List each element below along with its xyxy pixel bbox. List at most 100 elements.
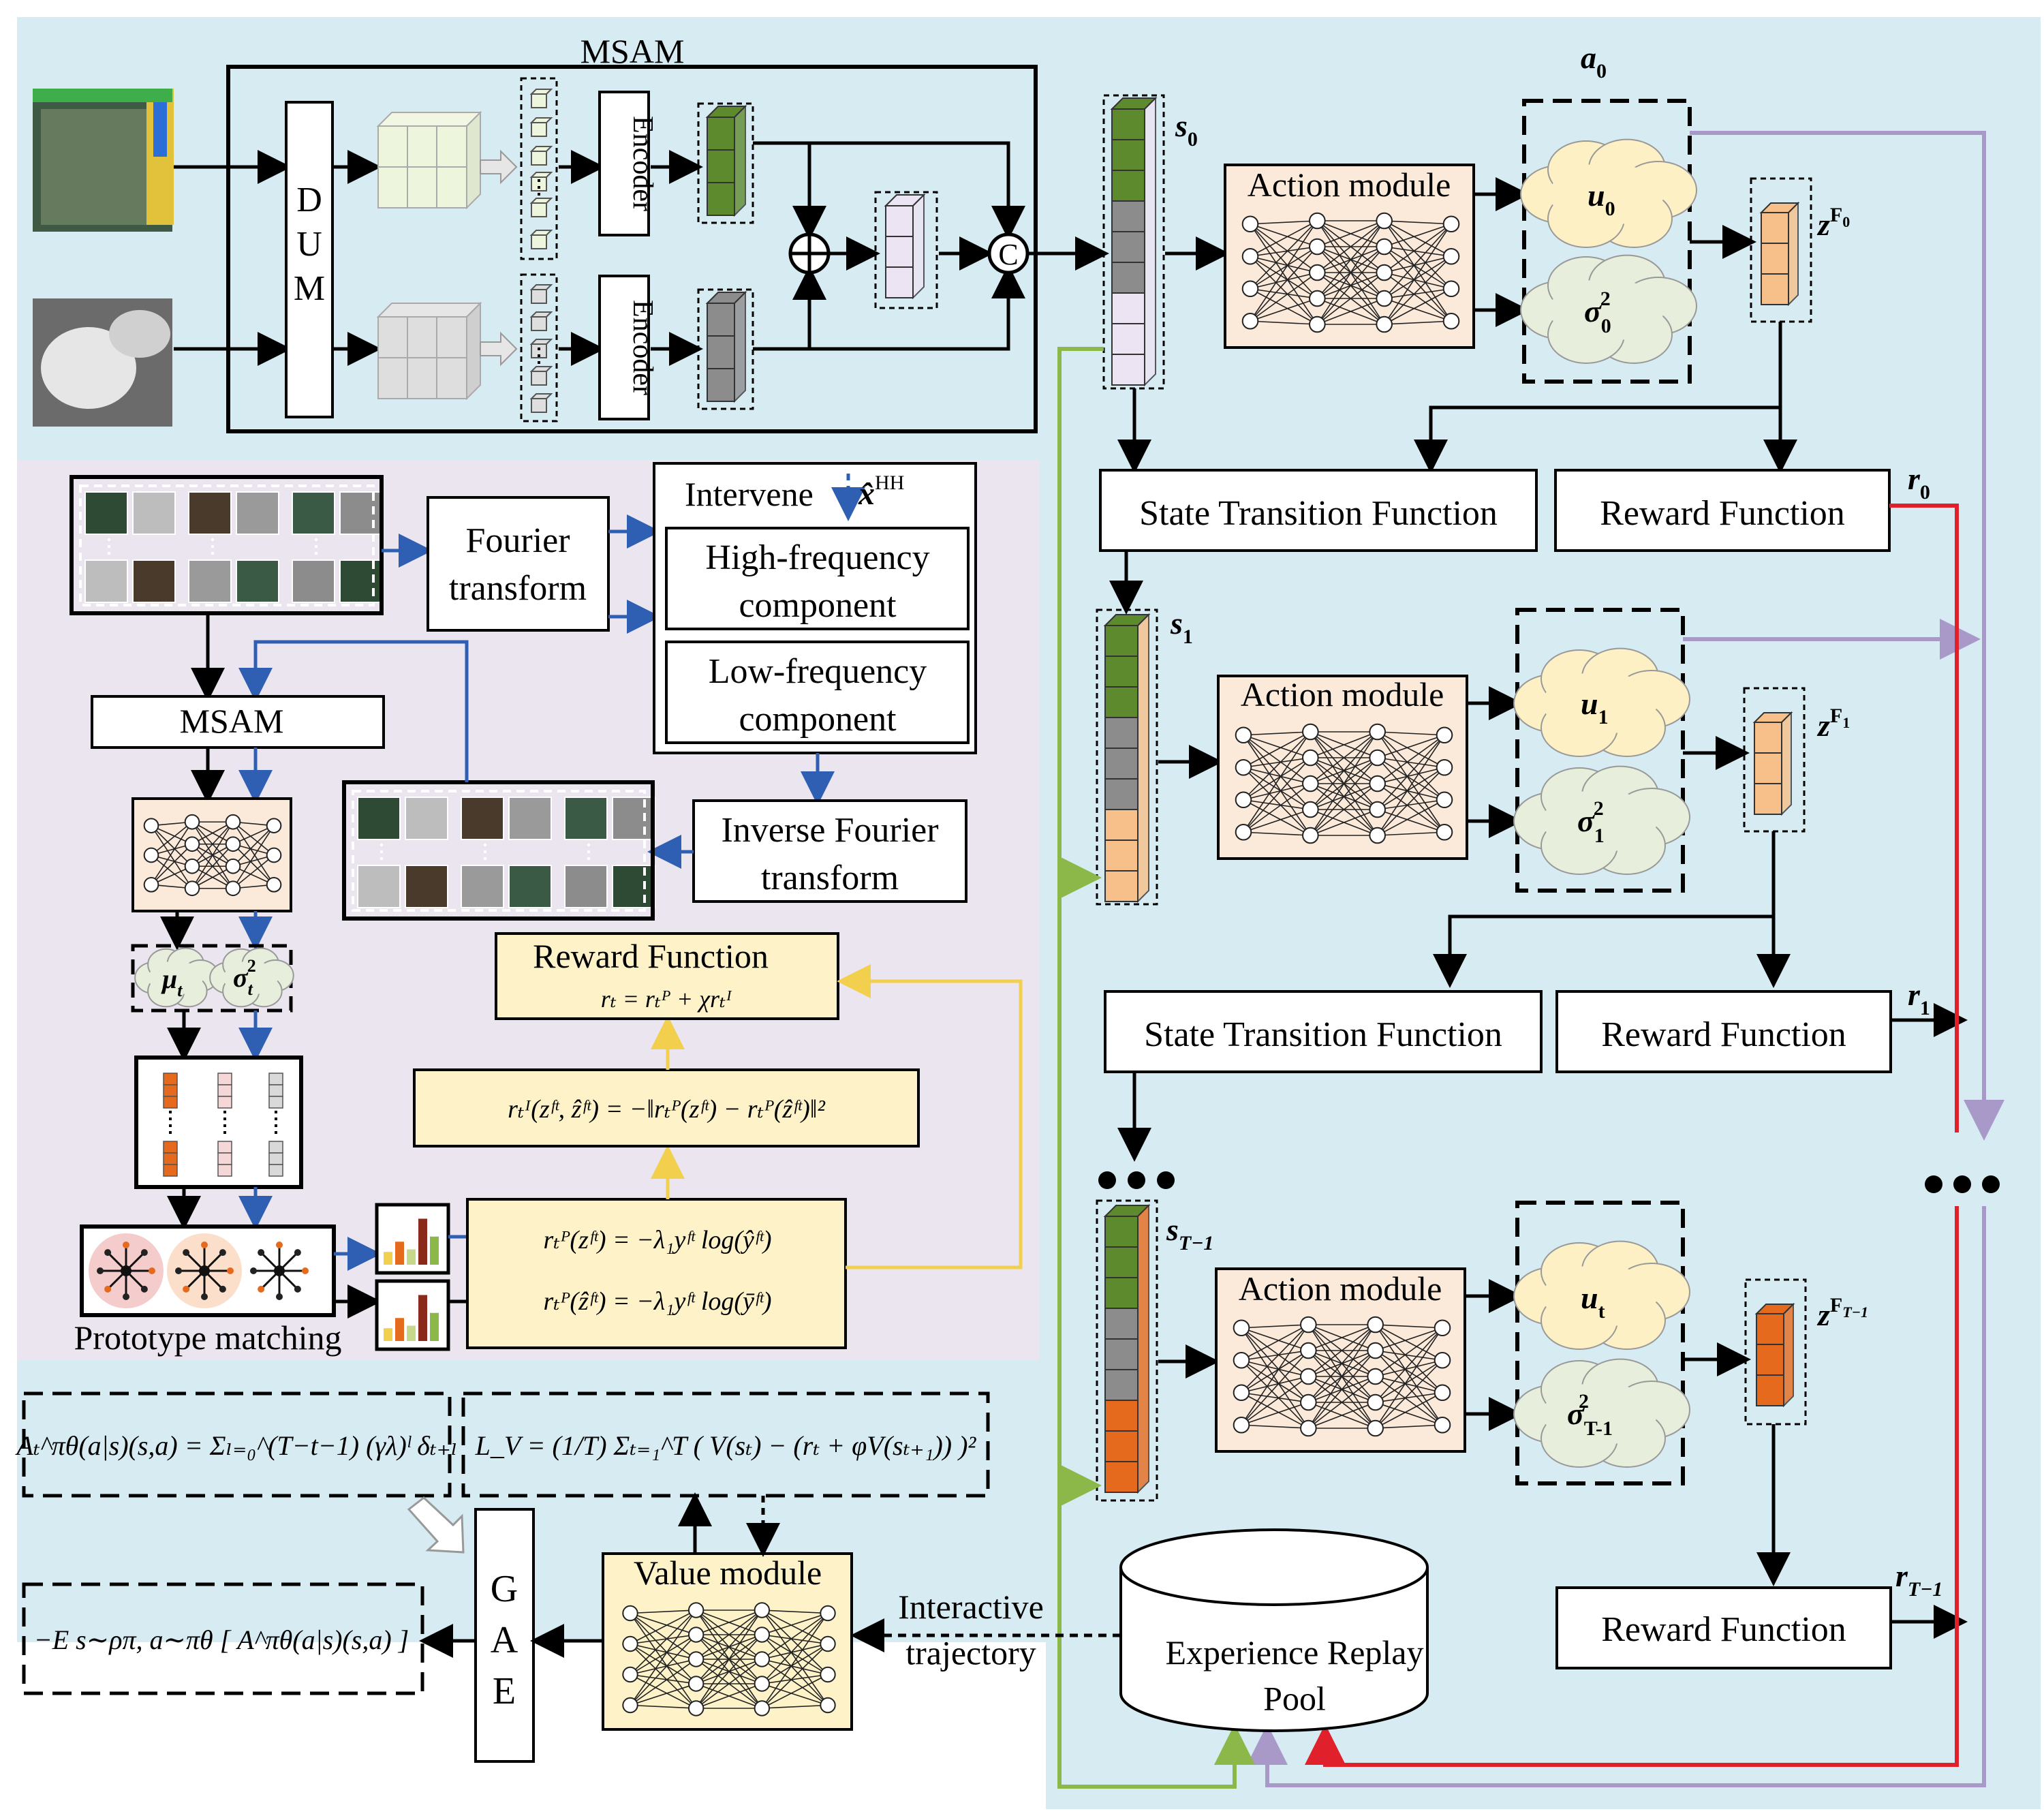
fourier-box <box>427 496 610 632</box>
cube-cell <box>1104 748 1139 780</box>
prototype-point <box>183 1285 190 1293</box>
nn-edge <box>1243 731 1311 736</box>
prototype-point <box>183 1249 190 1257</box>
encoder-box-bot <box>598 275 650 420</box>
thumbnail <box>357 865 401 908</box>
nn-edge <box>1250 298 1318 322</box>
nn-edge <box>1384 224 1452 273</box>
nn-edge <box>1243 767 1311 784</box>
nn-edge <box>762 1683 829 1706</box>
sample-cell <box>217 1164 232 1177</box>
nn-node <box>1436 791 1453 809</box>
a1-frame <box>1515 608 1685 893</box>
mini-bar <box>395 1318 404 1341</box>
mini-bar <box>418 1218 427 1265</box>
nn-edge <box>762 1609 829 1614</box>
nn-edge <box>630 1612 697 1660</box>
prototype-point <box>258 1285 265 1293</box>
msam-left-label: MSAM <box>180 702 284 740</box>
cube-side <box>734 104 746 217</box>
nn-edge <box>191 844 234 889</box>
reward-eq-title: Reward Function <box>533 937 769 975</box>
nn-edge <box>1307 1324 1376 1377</box>
mini-bar <box>395 1242 404 1265</box>
text-line: component <box>739 586 897 625</box>
nn-node <box>1434 1351 1451 1369</box>
s0-label: s0 <box>1175 108 1198 151</box>
nn-edge <box>1377 799 1445 810</box>
a0-label: a0 <box>1581 40 1607 82</box>
nn-node <box>1434 1384 1451 1402</box>
prototype-point <box>201 1293 208 1300</box>
nn-node <box>622 1605 638 1622</box>
cube-cell <box>1761 273 1789 305</box>
state-stack-s1 <box>1103 613 1151 904</box>
nn-node <box>687 1627 704 1643</box>
nn-node <box>1302 723 1319 741</box>
state-transition-0 <box>1099 469 1538 552</box>
state-transition-0-label: State Transition Function <box>1139 494 1498 533</box>
sT-label: sT−1 <box>1166 1212 1213 1254</box>
nn-edge <box>630 1634 696 1645</box>
a0-frame <box>1522 99 1692 384</box>
cube-cell <box>1111 292 1145 324</box>
nn-node <box>1376 212 1393 230</box>
nn-edge <box>761 1612 829 1660</box>
blue-line-aug-msam <box>238 640 469 782</box>
nn-edge <box>232 844 275 885</box>
thumbnail <box>236 491 279 535</box>
nn-node <box>1233 1416 1250 1434</box>
mini-bar <box>384 1328 392 1341</box>
nn-edge <box>1243 731 1311 801</box>
token-top <box>529 393 553 399</box>
s1-label: s1 <box>1170 606 1193 648</box>
nn-edge <box>762 1612 829 1635</box>
cloud-core <box>149 961 203 995</box>
nn-node <box>1309 212 1326 230</box>
nn-edge <box>1375 1324 1443 1329</box>
cube-cell <box>1104 1400 1139 1432</box>
nn-node <box>687 1602 704 1618</box>
nn-node <box>1367 1393 1384 1411</box>
low-frequency-box <box>665 641 970 744</box>
nn-node <box>184 814 200 830</box>
sigma-t-label: σt2 <box>233 956 256 999</box>
mini-bar-chart-2 <box>384 1295 439 1341</box>
cube-cell <box>1104 778 1139 810</box>
nn-edge <box>1310 809 1378 836</box>
line-feat-bot-to-concat <box>753 264 1025 351</box>
nn-node <box>1369 801 1386 818</box>
nn-edge <box>1377 757 1445 769</box>
fused-feature-cube <box>884 193 926 300</box>
nn-edge <box>1375 1359 1443 1429</box>
nn-node <box>225 814 241 830</box>
cube-side <box>1783 1302 1794 1408</box>
cube-cell <box>1761 212 1789 244</box>
nn-edge <box>1250 256 1318 299</box>
nn-edge <box>1377 799 1445 836</box>
nn-node <box>184 836 200 852</box>
nn-edge <box>1377 767 1445 810</box>
nn-edge <box>1377 767 1445 836</box>
cube-cell <box>1756 1313 1784 1345</box>
token-top <box>529 198 553 204</box>
nn-node <box>622 1697 638 1714</box>
nn-edge <box>1384 220 1452 257</box>
nn-edge <box>1384 320 1452 325</box>
z-cube-1 <box>1752 711 1793 816</box>
nn-edge <box>1310 731 1378 758</box>
nn-edge <box>630 1612 696 1635</box>
nn-edge <box>1241 1359 1309 1403</box>
nn-edge <box>1241 1324 1309 1361</box>
nn-edge <box>151 825 193 867</box>
token-column-bot <box>520 273 558 422</box>
cube-side <box>734 290 746 403</box>
nn-edge <box>1250 223 1318 247</box>
thumbnail <box>339 559 383 603</box>
nn-edge <box>1241 1324 1309 1329</box>
nn-node <box>1235 758 1252 776</box>
token-top <box>529 172 553 178</box>
nn-node <box>143 877 159 893</box>
purple-line-a0 <box>1690 131 2004 1141</box>
